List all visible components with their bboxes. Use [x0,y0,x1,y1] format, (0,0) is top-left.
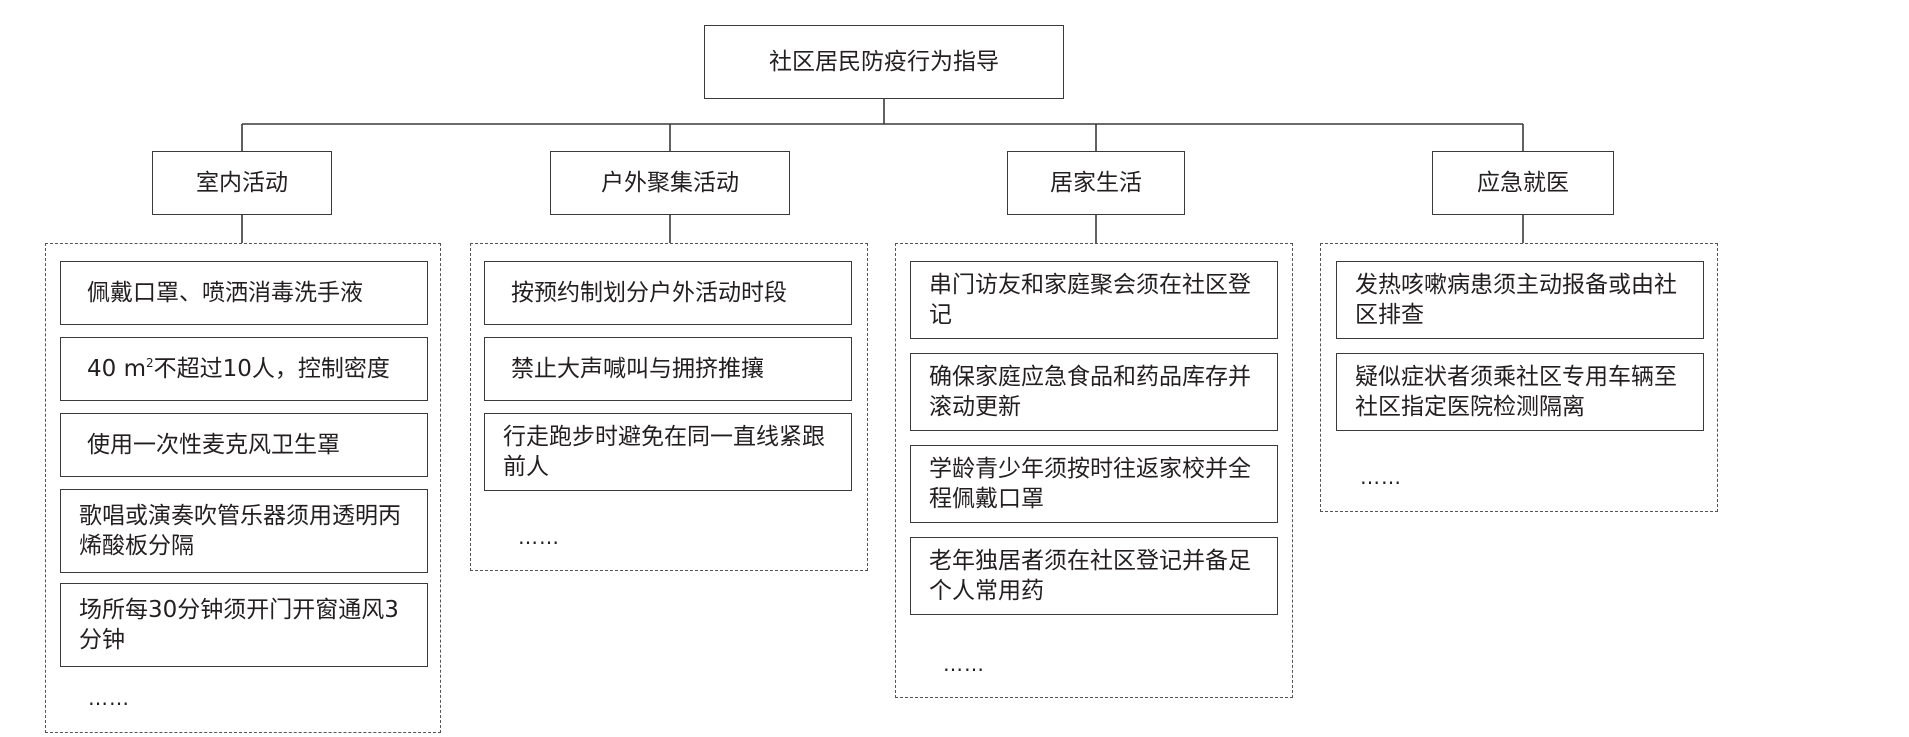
category-label: 户外聚集活动 [601,170,739,196]
root-node: 社区居民防疫行为指导 [704,25,1064,99]
category-label: 应急就医 [1477,170,1569,196]
group-indoor [45,243,441,733]
group-emergency-care [1320,243,1718,512]
more-indoor: …… [88,686,130,710]
item-outdoor-2: 禁止大声喊叫与拥挤推攘 [484,337,852,401]
item-home-2: 确保家庭应急食品和药品库存并滚动更新 [910,353,1278,431]
item-indoor-5: 场所每30分钟须开门开窗通风3分钟 [60,583,428,667]
group-outdoor-gathering [470,243,868,571]
item-indoor-3: 使用一次性麦克风卫生罩 [60,413,428,477]
more-home: …… [943,652,985,676]
item-outdoor-3: 行走跑步时避免在同一直线紧跟前人 [484,413,852,491]
category-home-life: 居家生活 [1007,151,1185,215]
category-label: 居家生活 [1050,170,1142,196]
item-emergency-1: 发热咳嗽病患须主动报备或由社区排查 [1336,261,1704,339]
category-indoor: 室内活动 [152,151,332,215]
item-home-1: 串门访友和家庭聚会须在社区登记 [910,261,1278,339]
item-emergency-2: 疑似症状者须乘社区专用车辆至社区指定医院检测隔离 [1336,353,1704,431]
item-home-4: 老年独居者须在社区登记并备足个人常用药 [910,537,1278,615]
item-indoor-1: 佩戴口罩、喷洒消毒洗手液 [60,261,428,325]
more-emergency: …… [1360,465,1402,489]
item-outdoor-1: 按预约制划分户外活动时段 [484,261,852,325]
more-outdoor: …… [518,525,560,549]
item-home-3: 学龄青少年须按时往返家校并全程佩戴口罩 [910,445,1278,523]
group-home-life [895,243,1293,698]
category-emergency-care: 应急就医 [1432,151,1614,215]
category-label: 室内活动 [196,170,288,196]
item-indoor-4: 歌唱或演奏吹管乐器须用透明丙烯酸板分隔 [60,489,428,573]
item-indoor-2-text: 40 m2不超过10人，控制密度 [87,356,390,382]
category-outdoor-gathering: 户外聚集活动 [550,151,790,215]
item-indoor-2: 40 m2不超过10人，控制密度 [60,337,428,401]
root-title: 社区居民防疫行为指导 [769,49,999,75]
